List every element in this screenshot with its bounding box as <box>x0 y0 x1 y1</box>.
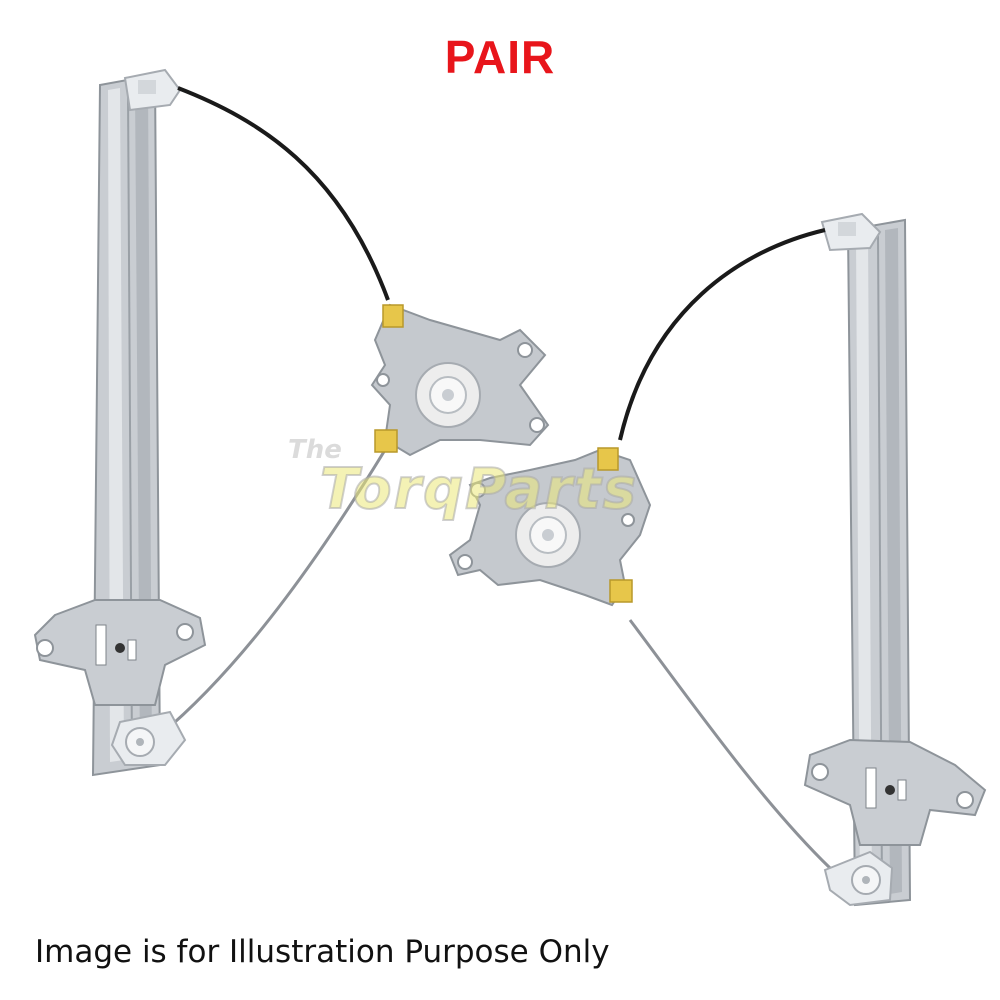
right-top-pulley <box>820 212 882 252</box>
pair-title: PAIR <box>444 31 556 83</box>
left-bottom-pulley <box>110 710 187 766</box>
right-rail <box>846 218 912 907</box>
left-carrier-bracket <box>33 599 207 706</box>
right-lower-cable <box>628 619 832 870</box>
left-regulator <box>33 68 550 777</box>
left-drum-housing <box>370 303 550 457</box>
brand-watermark: The TorqParts <box>280 435 720 535</box>
left-lower-cable <box>159 449 387 737</box>
right-regulator <box>448 212 987 907</box>
right-drum-housing <box>448 447 652 607</box>
right-carrier-bracket <box>803 738 987 846</box>
watermark-prefix: The <box>288 435 342 465</box>
watermark-brand: TorqParts <box>319 456 639 523</box>
left-top-pulley <box>123 68 182 112</box>
illustration-caption: Image is for Illustration Purpose Only <box>35 934 610 970</box>
right-bottom-pulley <box>823 850 894 907</box>
right-upper-cable <box>618 228 826 441</box>
left-upper-cable <box>177 86 390 301</box>
